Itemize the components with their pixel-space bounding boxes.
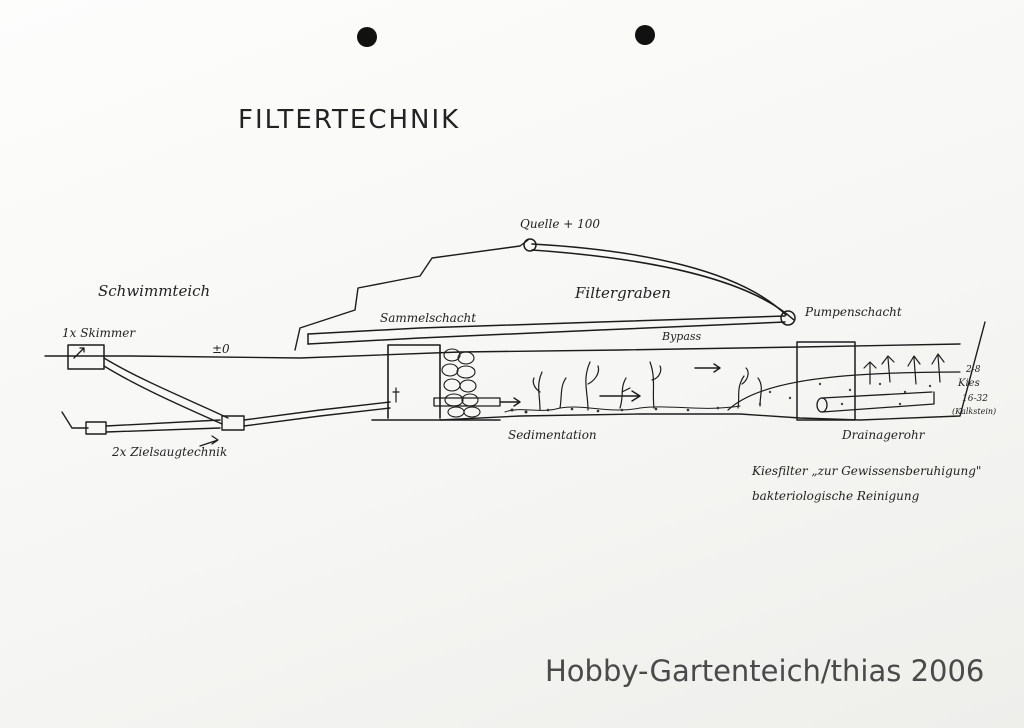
gravel-dots bbox=[758, 382, 932, 406]
suction-head-left bbox=[85, 421, 107, 435]
diagram-title: FILTERTECHNIK bbox=[238, 105, 460, 135]
label-quelle: Quelle + 100 bbox=[520, 217, 600, 231]
pump-icon bbox=[780, 310, 796, 326]
terrain-outline bbox=[294, 239, 529, 351]
label-kalkstein: (Kalkstein) bbox=[952, 407, 996, 416]
overflow-plate bbox=[433, 397, 501, 407]
sediment-dots bbox=[510, 406, 720, 414]
drainage-pipe-end bbox=[816, 397, 828, 413]
suction-inlet-bend bbox=[61, 411, 89, 429]
label-kies-large: 16-32 bbox=[962, 394, 988, 404]
source-pipe-top bbox=[531, 243, 787, 316]
collector-pipe-top bbox=[307, 315, 786, 335]
punch-hole-left bbox=[357, 27, 377, 47]
note-kiesfilter: Kiesfilter „zur Gewissensberuhigung" bbox=[751, 464, 981, 478]
skimmer-box bbox=[67, 344, 105, 370]
gravel-plants bbox=[863, 353, 945, 385]
suction-pipe bbox=[105, 419, 221, 433]
label-schwimmteich: Schwimmteich bbox=[98, 282, 210, 300]
label-drainagerohr: Drainagerohr bbox=[841, 428, 926, 442]
pump-shaft bbox=[796, 341, 856, 421]
flow-arrow-icon bbox=[499, 397, 521, 407]
label-skimmer: 1x Skimmer bbox=[62, 326, 136, 340]
pipe-junction bbox=[221, 415, 245, 431]
label-water-level: ±0 bbox=[212, 342, 230, 356]
suction-arrow-icon bbox=[199, 435, 219, 447]
source-outlet-icon bbox=[523, 238, 537, 252]
label-sammelschacht: Sammelschacht bbox=[380, 311, 476, 325]
skimmer-arrow-icon bbox=[73, 347, 85, 359]
water-plants bbox=[532, 361, 762, 411]
flow-arrow-icon bbox=[599, 390, 641, 402]
collector-pipe-bottom bbox=[307, 321, 786, 345]
sediment-layer bbox=[504, 405, 741, 413]
label-bypass: Bypass bbox=[661, 330, 702, 343]
shaft-valve-icon bbox=[392, 387, 400, 403]
gravel-filter-slope bbox=[727, 371, 961, 411]
stone-wall bbox=[441, 348, 481, 418]
watermark-credit: Hobby-Gartenteich/thias 2006 bbox=[545, 654, 985, 688]
collecting-shaft bbox=[371, 344, 501, 421]
label-sedimentation: Sedimentation bbox=[508, 428, 597, 442]
label-filtergraben: Filtergraben bbox=[574, 284, 671, 302]
skimmer-hose-bottom bbox=[103, 365, 223, 425]
label-kies: Kies bbox=[957, 378, 980, 389]
water-surface-line bbox=[44, 343, 961, 359]
punch-hole-right bbox=[635, 25, 655, 45]
label-kies-small: 2-8 bbox=[965, 365, 981, 375]
drainage-pipe bbox=[821, 391, 935, 413]
label-pumpenschacht: Pumpenschacht bbox=[804, 305, 902, 319]
main-feed-pipe bbox=[243, 401, 391, 427]
skimmer-hose-top bbox=[103, 357, 229, 419]
trench-bottom bbox=[439, 321, 986, 421]
flow-arrow-icon bbox=[694, 363, 721, 373]
source-pipe-bottom bbox=[531, 249, 795, 321]
label-zielsaugtechnik: 2x Zielsaugtechnik bbox=[111, 445, 227, 459]
note-bacteriological: bakteriologische Reinigung bbox=[752, 489, 920, 503]
